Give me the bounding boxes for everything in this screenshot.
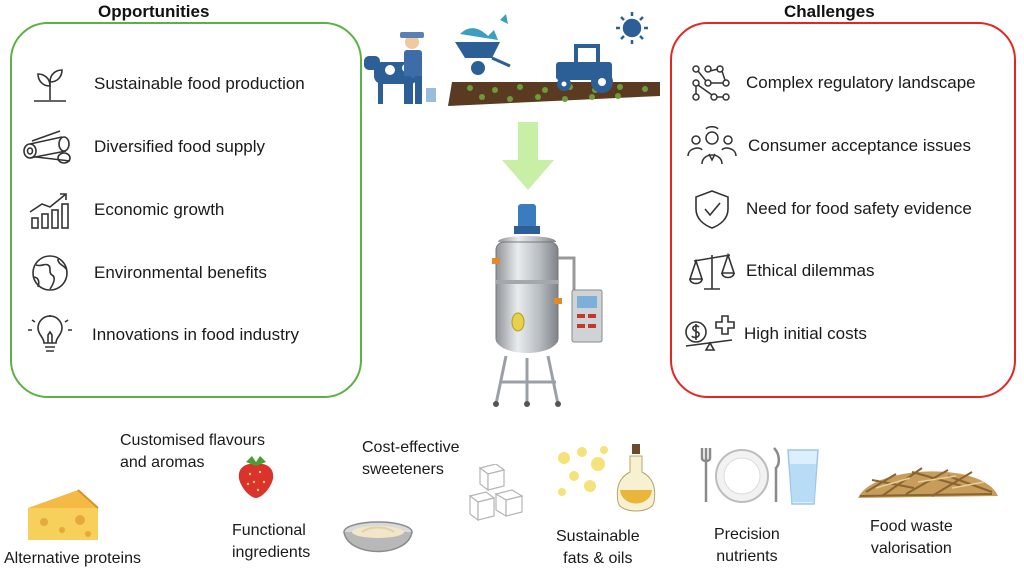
strawberry-icon: [238, 456, 274, 498]
output-label-line: nutrients: [716, 548, 778, 565]
challenge-label: Need for food safety evidence: [746, 199, 972, 218]
reactor-vessel: [495, 241, 559, 347]
opportunity-item: Innovations in food industry: [24, 315, 299, 355]
challenge-item: Complex regulatory landscape: [686, 63, 976, 103]
straw-pile-icon: [858, 467, 998, 498]
sugar-cubes-icon: [468, 464, 524, 522]
opportunity-item: Economic growth: [24, 190, 224, 230]
sprout-icon: [34, 69, 66, 102]
output-label-line: Precision: [714, 526, 780, 543]
output-label-line: fats & oils: [563, 550, 633, 567]
plate-glass-icon: [700, 447, 819, 505]
down-arrow: [502, 122, 554, 190]
opportunity-item: Environmental benefits: [24, 253, 267, 293]
challenge-label: High initial costs: [744, 324, 867, 343]
output-label-line: Cost-effective: [362, 439, 460, 456]
challenge-item: Ethical dilemmas: [686, 251, 875, 291]
people-icon: [687, 126, 737, 165]
output-label-line: ingredients: [232, 544, 311, 561]
crop-rows: [467, 84, 648, 102]
challenge-label: Complex regulatory landscape: [746, 73, 976, 92]
cost-balance-icon: [685, 315, 735, 351]
challenge-item: Need for food safety evidence: [686, 189, 972, 229]
lightbulb-icon: [28, 315, 72, 352]
output-label: Alternative proteins: [4, 550, 141, 567]
bioreactor-illustration: [492, 204, 603, 407]
bowl-icon: [343, 521, 413, 553]
output-label-flavours: Customised flavours and aromas: [120, 430, 265, 474]
challenges-title: Challenges: [784, 2, 875, 21]
motor-icon: [518, 204, 536, 228]
opportunity-label: Environmental benefits: [94, 263, 267, 282]
output-label-line: and aromas: [120, 454, 205, 471]
output-label-fats: Sustainable fats & oils: [556, 526, 640, 570]
challenge-label: Consumer acceptance issues: [748, 136, 972, 155]
opportunities-panel: [10, 22, 362, 398]
challenge-label: Ethical dilemmas: [746, 261, 875, 280]
logs-icon: [23, 130, 71, 164]
opportunity-label: Diversified food supply: [94, 137, 266, 156]
opportunity-label: Innovations in food industry: [92, 325, 299, 344]
opportunity-label: Sustainable food production: [94, 74, 305, 93]
challenge-item: Consumer acceptance issues: [686, 126, 971, 166]
growth-chart-icon: [29, 193, 69, 229]
shield-check-icon: [695, 190, 729, 229]
opportunities-title: Opportunities: [98, 2, 210, 21]
challenges-panel: [670, 22, 1016, 398]
sight-glass: [511, 312, 525, 332]
output-label-line: sweeteners: [362, 461, 444, 478]
oil-bottle-icon: [558, 444, 656, 512]
opportunity-item: Diversified food supply: [20, 127, 265, 167]
output-label-sweeteners: Cost-effective sweeteners: [362, 437, 460, 481]
wheelbarrow-icon: [455, 14, 511, 75]
output-label-line: Customised flavours: [120, 432, 265, 449]
opportunity-label: Economic growth: [94, 200, 225, 219]
farm-illustration: [364, 12, 660, 106]
output-label-waste: Food waste valorisation: [870, 516, 953, 560]
output-label-nutrients: Precision nutrients: [714, 524, 780, 568]
opportunity-item: Sustainable food production: [24, 64, 305, 104]
output-label-line: Food waste: [870, 518, 953, 535]
output-label-line: valorisation: [870, 540, 952, 557]
globe-icon: [32, 255, 68, 291]
scales-icon: [688, 252, 736, 290]
challenge-item: High initial costs: [682, 314, 867, 354]
field-soil: [448, 82, 660, 106]
output-label-line: Sustainable: [556, 528, 640, 545]
sun-icon: [616, 12, 648, 44]
farmer-icon: [400, 32, 436, 104]
cheese-icon: [28, 489, 99, 540]
tractor-icon: [556, 44, 613, 93]
output-label-line: Functional: [232, 522, 306, 539]
output-label-functional: Functional ingredients: [232, 520, 310, 564]
network-icon: [692, 65, 730, 101]
